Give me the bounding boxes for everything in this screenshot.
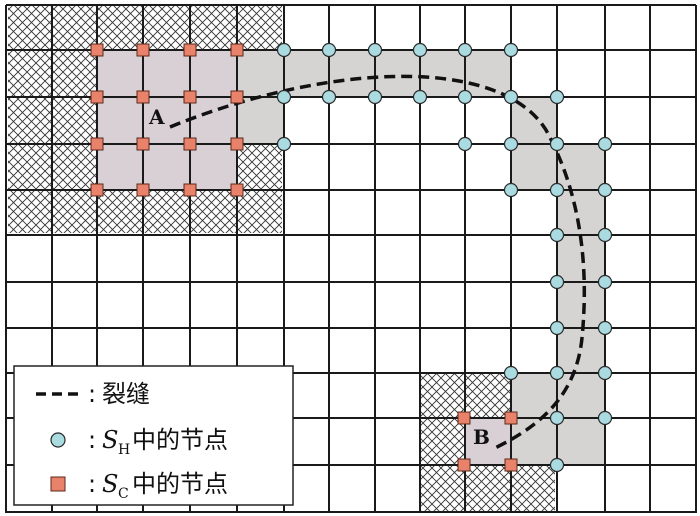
point-b-label: B xyxy=(473,425,490,449)
sh-node xyxy=(549,136,565,152)
sc-node xyxy=(183,90,197,104)
sc-node xyxy=(183,43,197,57)
sh-node xyxy=(503,42,519,58)
legend-sc-sep: : xyxy=(88,470,96,498)
sh-node xyxy=(321,42,337,58)
sh-node xyxy=(503,136,519,152)
sh-node xyxy=(597,274,613,290)
sh-node xyxy=(457,42,473,58)
sh-node xyxy=(549,365,565,381)
sh-node xyxy=(412,89,428,105)
sc-node xyxy=(136,183,150,197)
legend-sc-subscript: C xyxy=(118,486,129,502)
sh-nodes xyxy=(276,42,613,473)
crack-path xyxy=(169,74,587,450)
sc-node xyxy=(504,458,518,472)
sc-node xyxy=(136,43,150,57)
sc-nodes xyxy=(90,43,518,472)
sh-node xyxy=(597,182,613,198)
sh-node xyxy=(549,89,565,105)
sh-node xyxy=(457,89,473,105)
sc-node xyxy=(230,137,244,151)
sh-node xyxy=(457,136,473,152)
sh-node xyxy=(597,410,613,426)
legend-sc-symbol: S xyxy=(102,470,118,498)
sc-node xyxy=(230,90,244,104)
sc-node xyxy=(90,137,104,151)
sc-node xyxy=(90,90,104,104)
sh-node xyxy=(412,42,428,58)
sh-node xyxy=(597,136,613,152)
sc-node xyxy=(457,458,471,472)
legend-sc-label: 中的节点 xyxy=(132,470,228,498)
sh-node xyxy=(549,182,565,198)
sh-node xyxy=(597,365,613,381)
sh-node xyxy=(503,365,519,381)
sc-node xyxy=(136,137,150,151)
sh-node xyxy=(276,42,292,58)
sh-node xyxy=(549,320,565,336)
sc-node xyxy=(90,43,104,57)
legend-crack-label: 裂缝 xyxy=(102,380,150,408)
sc-node xyxy=(457,411,471,425)
crack-band-top-step xyxy=(237,97,284,144)
sh-node xyxy=(549,227,565,243)
sh-node xyxy=(367,42,383,58)
sh-node xyxy=(276,136,292,152)
legend-sh-label: 中的节点 xyxy=(132,426,228,454)
sh-node xyxy=(597,320,613,336)
legend-sh-icon xyxy=(50,432,66,448)
enriched-region-b xyxy=(464,418,511,465)
legend-crack-sep: : xyxy=(88,380,96,408)
legend-sh-symbol: S xyxy=(102,426,118,454)
sh-node xyxy=(549,410,565,426)
sh-node xyxy=(597,227,613,243)
sc-node xyxy=(183,137,197,151)
legend: : 裂缝 : S H 中的节点 : S C 中的节点 xyxy=(13,365,294,506)
sh-node xyxy=(503,182,519,198)
sh-node xyxy=(276,89,292,105)
sc-node xyxy=(230,183,244,197)
legend-sh-sep: : xyxy=(88,426,96,454)
sc-node xyxy=(230,43,244,57)
sh-node xyxy=(503,89,519,105)
sc-node xyxy=(90,183,104,197)
sh-node xyxy=(549,457,565,473)
legend-sc-icon xyxy=(50,476,66,492)
sh-node xyxy=(367,89,383,105)
point-a-label: A xyxy=(148,105,165,129)
sc-node xyxy=(136,90,150,104)
sh-node xyxy=(549,274,565,290)
sc-node xyxy=(504,411,518,425)
point-a-label-bg xyxy=(147,104,169,128)
sc-node xyxy=(183,183,197,197)
sh-node xyxy=(321,89,337,105)
legend-sh-subscript: H xyxy=(118,442,130,458)
